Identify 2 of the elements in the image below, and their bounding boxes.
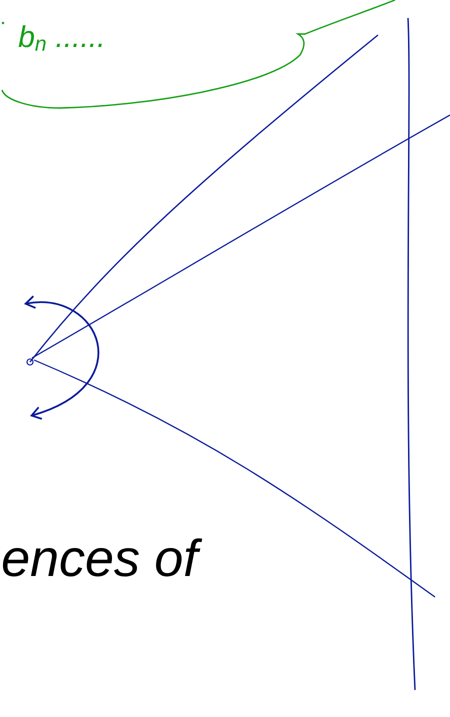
heading-text: ences of <box>2 538 202 576</box>
handwritten-label: b$_{n}$ ...... <box>18 25 102 51</box>
